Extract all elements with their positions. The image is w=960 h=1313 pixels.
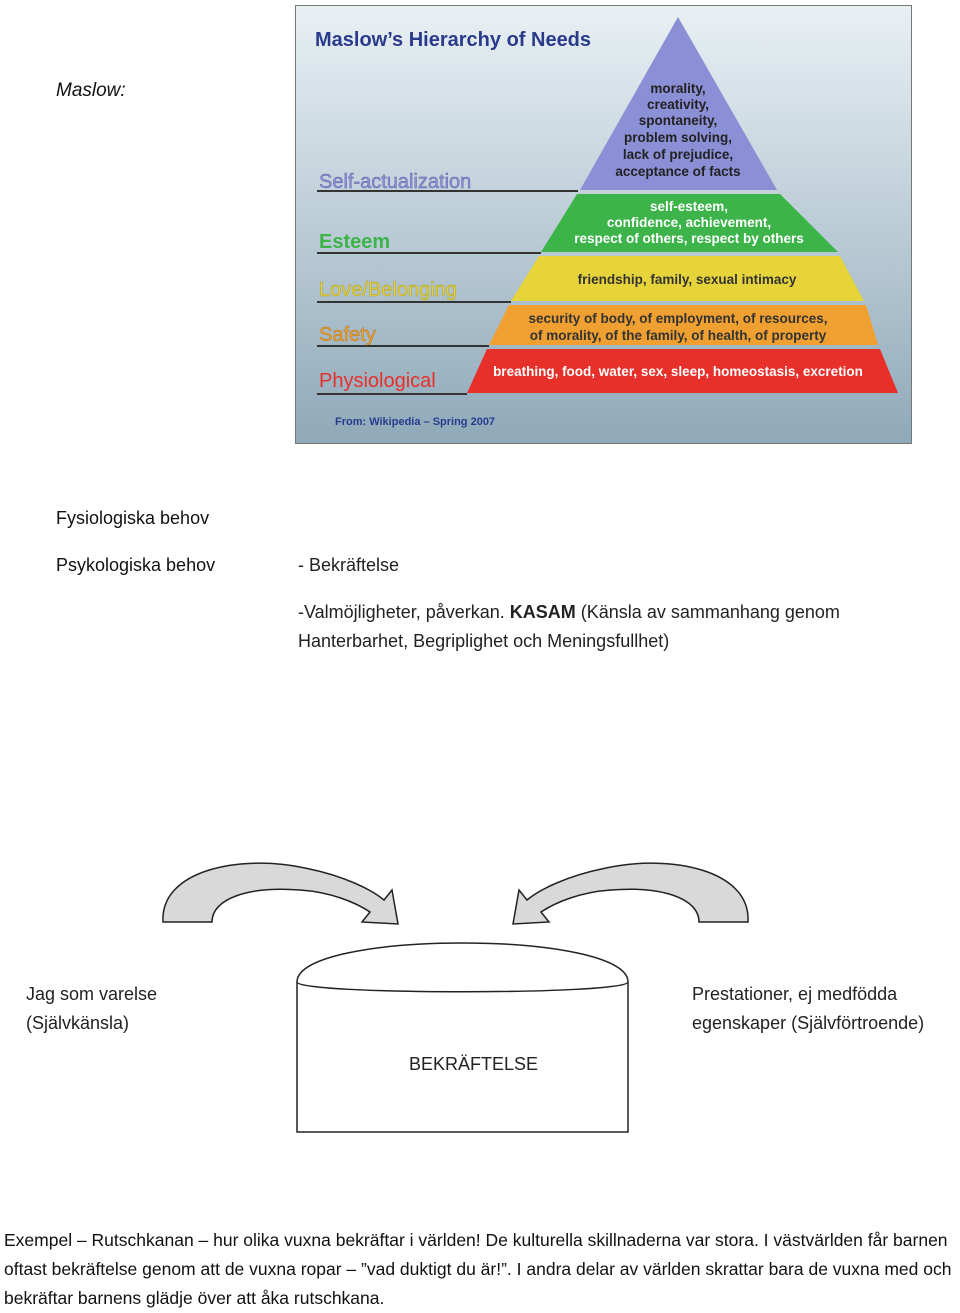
self-actualization-text: problem solving, bbox=[624, 130, 732, 145]
figure-title: Maslow’s Hierarchy of Needs bbox=[315, 29, 591, 51]
esteem-text: confidence, achievement, bbox=[607, 215, 771, 230]
diagram-right-line1: Prestationer, ej medfödda bbox=[692, 984, 898, 1004]
label-physiological: Physiological bbox=[319, 370, 436, 392]
label-safety: Safety bbox=[319, 324, 376, 346]
needs-item-affirmation: - Bekräftelse bbox=[298, 555, 400, 575]
diagram-center-label: BEKRÄFTELSE bbox=[409, 1054, 539, 1074]
physiological-text: breathing, food, water, sex, sleep, home… bbox=[493, 364, 863, 379]
affirmation-diagram bbox=[162, 862, 749, 1133]
maslow-pyramid-figure: Maslow’s Hierarchy of Needs Self-actuali… bbox=[295, 5, 912, 444]
label-esteem: Esteem bbox=[319, 231, 390, 253]
esteem-text: respect of others, respect by others bbox=[574, 231, 804, 246]
self-actualization-text: spontaneity, bbox=[639, 113, 718, 128]
right-curved-arrow-icon bbox=[512, 862, 749, 925]
pyramid-layer-self-actualization bbox=[580, 17, 777, 190]
diagram-left-line1: Jag som varelse bbox=[26, 984, 158, 1004]
label-physiological-needs: Fysiologiska behov bbox=[56, 508, 210, 528]
needs-item-choices-prefix: -Valmöjligheter, påverkan. bbox=[298, 602, 510, 622]
container-rim bbox=[296, 981, 629, 993]
affirmation-container-shape bbox=[296, 942, 629, 1133]
self-actualization-text: lack of prejudice, bbox=[623, 147, 733, 162]
pyramid-layer-esteem bbox=[541, 194, 838, 252]
needs-item-choices: -Valmöjligheter, påverkan. KASAM (Känsla… bbox=[298, 598, 840, 627]
self-actualization-text: acceptance of facts bbox=[615, 164, 740, 179]
pyramid-layer-physiological bbox=[467, 349, 898, 393]
left-curved-arrow-icon bbox=[162, 862, 399, 925]
label-love-belonging: Love/Belonging bbox=[319, 279, 457, 301]
pyramid-layer-safety bbox=[489, 305, 878, 345]
label-self-actualization: Self-actualization bbox=[319, 171, 471, 193]
safety-text: security of body, of employment, of reso… bbox=[528, 311, 827, 326]
example-paragraph: Exempel – Rutschkanan – hur olika vuxna … bbox=[4, 1230, 952, 1308]
label-psychological-needs: Psykologiska behov bbox=[56, 555, 216, 575]
figure-source: From: Wikipedia – Spring 2007 bbox=[335, 416, 495, 428]
esteem-text: self-esteem, bbox=[650, 199, 728, 214]
love-text: friendship, family, sexual intimacy bbox=[578, 272, 797, 287]
self-actualization-text: creativity, bbox=[647, 97, 709, 112]
safety-text: of morality, of the family, of health, o… bbox=[530, 328, 827, 343]
pyramid-layer-love bbox=[511, 256, 864, 301]
diagram-right-line2: egenskaper (Självförtroende) bbox=[692, 1013, 925, 1033]
page-heading: Maslow: bbox=[56, 80, 126, 101]
self-actualization-text: morality, bbox=[650, 81, 705, 96]
kasam-term: KASAM bbox=[509, 602, 576, 622]
needs-item-choices-rest: (Känsla av sammanhang genom bbox=[575, 602, 840, 622]
needs-item-choices-line2: Hanterbarhet, Begriplighet och Meningsfu… bbox=[298, 631, 670, 651]
diagram-left-line2: (Självkänsla) bbox=[26, 1013, 130, 1033]
